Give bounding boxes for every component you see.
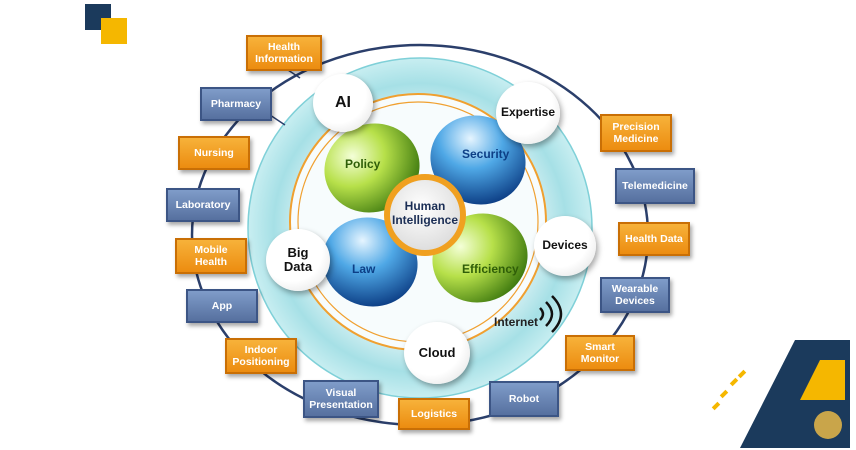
policy-label: Policy — [345, 157, 381, 171]
box-app: App — [186, 289, 258, 323]
top-left-logo-squares — [85, 4, 127, 44]
box-pharmacy: Pharmacy — [200, 87, 272, 121]
box-smart-monitor: Smart Monitor — [565, 335, 635, 371]
bottom-right-decoration — [711, 340, 850, 448]
bubble-ai: AI — [313, 74, 373, 132]
box-health-data: Health Data — [618, 222, 690, 256]
box-logistics: Logistics — [398, 398, 470, 430]
bubble-cloud: Cloud — [404, 322, 470, 384]
box-indoor-positioning: Indoor Positioning — [225, 338, 297, 374]
bubble-expertise: Expertise — [496, 82, 560, 144]
box-nursing: Nursing — [178, 136, 250, 170]
law-label: Law — [352, 262, 376, 276]
bubble-devices: Devices — [534, 216, 596, 276]
box-precision-medicine: Precision Medicine — [600, 114, 672, 152]
wifi-icon — [539, 295, 563, 333]
security-label: Security — [462, 147, 510, 161]
bubble-big-data: Big Data — [266, 229, 330, 291]
box-visual-presentation: Visual Presentation — [303, 380, 379, 418]
security-petal — [430, 115, 526, 205]
box-telemedicine: Telemedicine — [615, 168, 695, 204]
box-wearable-devices: Wearable Devices — [600, 277, 670, 313]
center-label: Human Intelligence — [391, 199, 459, 227]
box-health-information: Health Information — [246, 35, 322, 71]
box-laboratory: Laboratory — [166, 188, 240, 222]
box-mobile-health: Mobile Health — [175, 238, 247, 274]
box-robot: Robot — [489, 381, 559, 417]
efficiency-label: Efficiency — [462, 262, 519, 276]
center-circle — [384, 174, 466, 256]
internet-label: Internet — [494, 315, 539, 329]
